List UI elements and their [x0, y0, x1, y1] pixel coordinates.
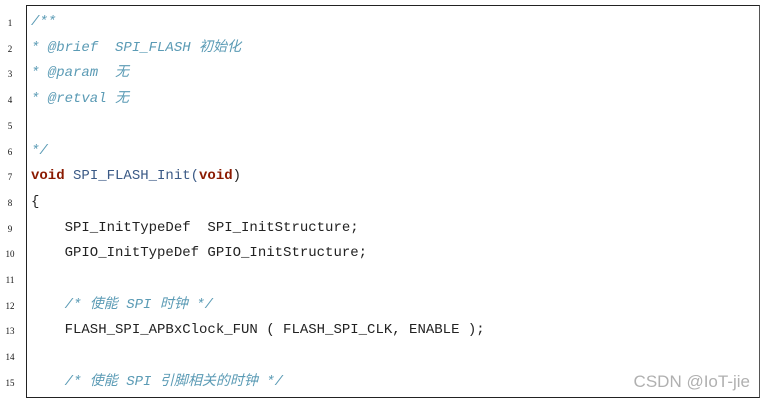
- line-number: 3: [7, 69, 13, 80]
- code-line: * @retval 无: [31, 91, 130, 108]
- line-number: 4: [7, 95, 13, 106]
- line-number: 1: [7, 18, 13, 28]
- line-number: 13: [5, 326, 15, 337]
- keyword: void: [199, 168, 233, 185]
- line-number: 2: [7, 43, 13, 54]
- code-line: GPIO_InitTypeDef GPIO_InitStructure;: [31, 245, 368, 262]
- code-token: SPI_FLASH_Init(: [64, 168, 200, 185]
- code-line: * @param 无: [31, 65, 130, 82]
- code-line: void SPI_FLASH_Init(void): [31, 167, 241, 185]
- code-block: [26, 5, 760, 398]
- line-number: 8: [7, 197, 13, 208]
- line-number: 11: [5, 275, 15, 285]
- code-token: ): [232, 168, 242, 185]
- code-line: * @brief SPI_FLASH 初始化: [31, 39, 242, 56]
- line-number: 7: [7, 172, 13, 183]
- keyword: void: [31, 168, 65, 185]
- watermark: CSDN @IoT-jie: [633, 372, 750, 391]
- line-number: 6: [7, 146, 13, 157]
- line-number: 5: [7, 120, 13, 131]
- line-number: 15: [5, 377, 15, 388]
- line-number: 9: [7, 223, 13, 234]
- code-line: /**: [31, 14, 57, 30]
- code-line: FLASH_SPI_APBxClock_FUN ( FLASH_SPI_CLK,…: [31, 322, 485, 339]
- code-line: */: [31, 142, 48, 159]
- code-line: SPI_InitTypeDef SPI_InitStructure;: [31, 219, 359, 236]
- line-number: 10: [5, 249, 15, 260]
- code-line: /* 使能 SPI 引脚相关的时钟 */: [31, 373, 284, 390]
- line-number: 12: [5, 300, 15, 311]
- code-line: {: [31, 193, 40, 210]
- code-line: /* 使能 SPI 时钟 */: [31, 296, 214, 313]
- line-number: 14: [5, 352, 15, 363]
